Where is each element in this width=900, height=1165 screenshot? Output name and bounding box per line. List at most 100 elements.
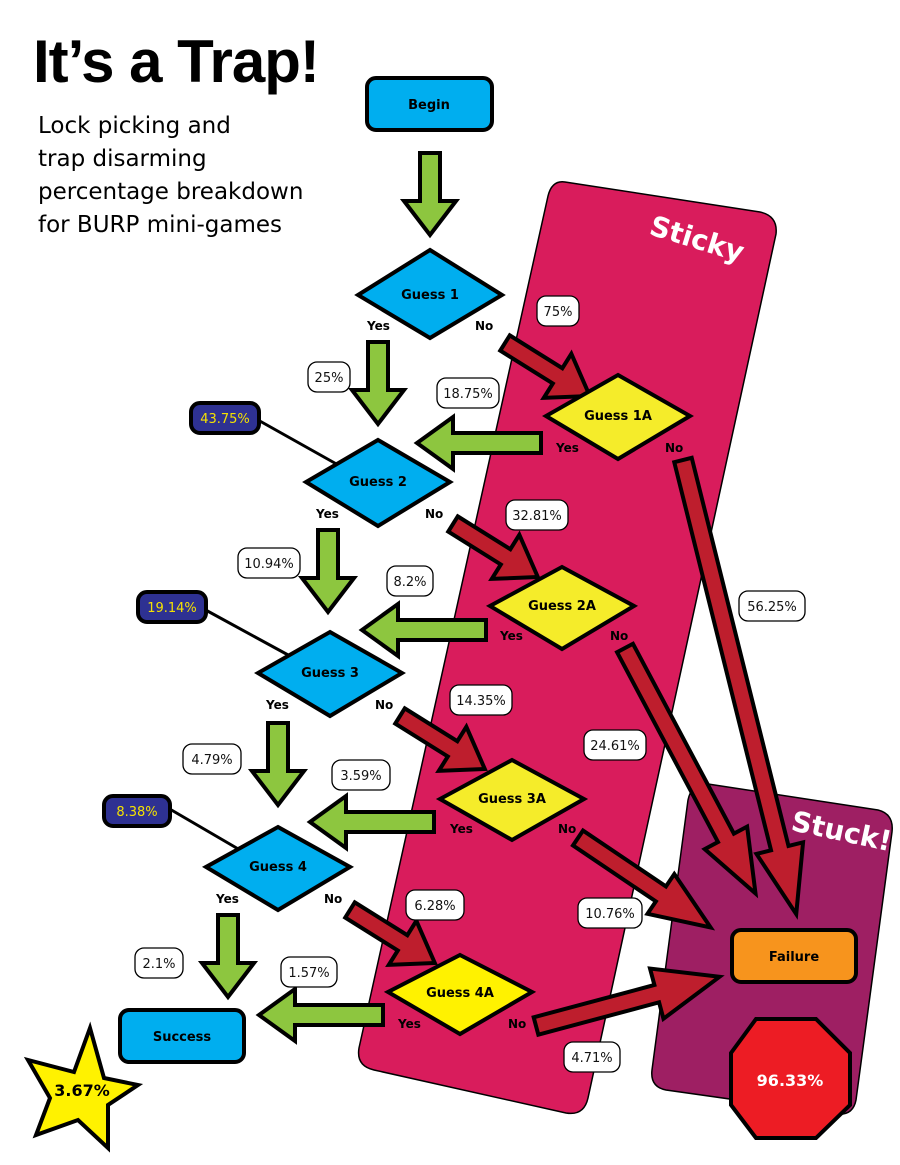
failure-total: 96.33% bbox=[757, 1071, 824, 1090]
failure-label: Failure bbox=[769, 950, 819, 965]
star-icon bbox=[23, 1021, 144, 1153]
guess-3-label: Guess 3 bbox=[301, 666, 359, 681]
subtitle-line-2: trap disarming bbox=[38, 146, 207, 172]
green-arrow-g2-yes bbox=[297, 528, 359, 616]
red-arrow-g4a-no bbox=[531, 966, 725, 1038]
guess-4-node[interactable]: Guess 4 bbox=[201, 824, 355, 913]
svg-text:8.38%: 8.38% bbox=[116, 805, 157, 820]
g1a-yes-label: Yes bbox=[555, 441, 579, 455]
g4-no-label: No bbox=[324, 892, 342, 906]
pct-g1a-no: 56.25% bbox=[738, 590, 806, 622]
g3-yes-label: Yes bbox=[265, 698, 289, 712]
g1-yes-label: Yes bbox=[366, 319, 390, 333]
svg-text:4.79%: 4.79% bbox=[191, 753, 232, 768]
cumulative-badge-g2: 43.75% bbox=[189, 401, 261, 435]
guess-3a-node[interactable]: Guess 3A bbox=[435, 757, 589, 843]
cumulative-badge-g3: 19.14% bbox=[136, 590, 208, 624]
svg-text:6.28%: 6.28% bbox=[414, 899, 455, 914]
guess-3-node[interactable]: Guess 3 bbox=[254, 629, 406, 719]
begin-node[interactable] bbox=[365, 76, 494, 132]
red-arrow-g1a-no bbox=[671, 455, 806, 920]
guess-1-node[interactable]: Guess 1 bbox=[354, 247, 506, 341]
pct-g1-yes: 25% bbox=[307, 361, 351, 393]
stop-sign-icon bbox=[729, 1017, 852, 1140]
guess-2a-label: Guess 2A bbox=[528, 599, 596, 614]
begin-label: Begin bbox=[408, 98, 450, 113]
guess-1-label: Guess 1 bbox=[401, 288, 459, 303]
pct-g3-no: 14.35% bbox=[449, 684, 513, 716]
green-arrow-g3a-yes bbox=[306, 792, 436, 852]
subtitle-line-1: Lock picking and bbox=[38, 113, 231, 139]
svg-text:10.76%: 10.76% bbox=[585, 907, 635, 922]
pct-g3a-yes: 3.59% bbox=[331, 759, 391, 791]
red-arrow-g2a-no bbox=[614, 641, 759, 899]
red-arrow-g4-no bbox=[342, 899, 438, 968]
pct-g3-yes: 4.79% bbox=[182, 743, 242, 775]
guess-1a-node[interactable]: Guess 1A bbox=[542, 372, 694, 462]
pct-g4a-yes: 1.57% bbox=[280, 956, 338, 988]
red-arrow-g3a-no bbox=[570, 827, 716, 931]
pct-g2a-yes: 8.2% bbox=[386, 565, 434, 597]
g1a-no-label: No bbox=[665, 441, 683, 455]
red-arrow-g1-no bbox=[497, 332, 593, 401]
guess-2a-node[interactable]: Guess 2A bbox=[485, 564, 639, 652]
pct-g2-yes: 10.94% bbox=[237, 547, 301, 579]
svg-text:14.35%: 14.35% bbox=[456, 694, 506, 709]
svg-text:25%: 25% bbox=[315, 371, 344, 386]
svg-text:1.57%: 1.57% bbox=[288, 966, 329, 981]
green-arrow-g2a-yes bbox=[358, 600, 488, 660]
g4a-yes-label: Yes bbox=[397, 1017, 421, 1031]
pct-g1-no: 75% bbox=[536, 295, 580, 327]
subtitle-line-3: percentage breakdown bbox=[38, 179, 303, 205]
g2a-no-label: No bbox=[610, 629, 628, 643]
red-arrow-g2-no bbox=[445, 513, 541, 582]
g4-yes-label: Yes bbox=[215, 892, 239, 906]
pct-g4-no: 6.28% bbox=[405, 889, 465, 921]
green-arrow-g1-yes bbox=[347, 340, 409, 428]
svg-text:32.81%: 32.81% bbox=[512, 509, 562, 524]
svg-text:4.71%: 4.71% bbox=[571, 1051, 612, 1066]
failure-node[interactable] bbox=[730, 928, 858, 984]
svg-text:56.25%: 56.25% bbox=[747, 600, 797, 615]
cumulative-badge-g4: 8.38% bbox=[102, 794, 172, 828]
guess-4-label: Guess 4 bbox=[249, 860, 307, 875]
success-label: Success bbox=[153, 1030, 212, 1045]
connector-g2 bbox=[257, 418, 341, 468]
guess-2-label: Guess 2 bbox=[349, 475, 407, 490]
red-arrow-g3-no bbox=[392, 705, 488, 774]
svg-text:10.94%: 10.94% bbox=[244, 557, 294, 572]
green-arrow-g4-yes bbox=[197, 913, 259, 1001]
success-node[interactable] bbox=[118, 1008, 246, 1064]
pct-g3a-no: 10.76% bbox=[577, 897, 643, 929]
svg-text:75%: 75% bbox=[544, 305, 573, 320]
guess-2-node[interactable]: Guess 2 bbox=[302, 437, 454, 529]
success-total: 3.67% bbox=[54, 1081, 110, 1100]
svg-text:8.2%: 8.2% bbox=[393, 575, 426, 590]
green-arrow-g1a-yes bbox=[413, 413, 543, 473]
guess-4a-node[interactable]: Guess 4A bbox=[383, 952, 537, 1037]
guess-4a-label: Guess 4A bbox=[426, 986, 494, 1001]
g3-no-label: No bbox=[375, 698, 393, 712]
g2-yes-label: Yes bbox=[315, 507, 339, 521]
green-arrow-g4a-yes bbox=[255, 985, 385, 1045]
g2-no-label: No bbox=[425, 507, 443, 521]
subtitle-line-4: for BURP mini-games bbox=[38, 212, 282, 238]
g3a-no-label: No bbox=[558, 822, 576, 836]
svg-text:3.59%: 3.59% bbox=[340, 769, 381, 784]
svg-text:43.75%: 43.75% bbox=[200, 412, 250, 427]
svg-text:2.1%: 2.1% bbox=[142, 957, 175, 972]
pct-g4-yes: 2.1% bbox=[134, 947, 184, 979]
g4a-no-label: No bbox=[508, 1017, 526, 1031]
g3a-yes-label: Yes bbox=[449, 822, 473, 836]
page-title: It’s a Trap! bbox=[33, 28, 319, 95]
connector-g4 bbox=[167, 806, 241, 852]
guess-1a-label: Guess 1A bbox=[584, 409, 652, 424]
pct-g2-no: 32.81% bbox=[505, 499, 569, 531]
green-arrow-g3-yes bbox=[247, 721, 309, 809]
svg-text:19.14%: 19.14% bbox=[147, 601, 197, 616]
pct-g2a-no: 24.61% bbox=[583, 729, 647, 761]
g1-no-label: No bbox=[475, 319, 493, 333]
svg-text:18.75%: 18.75% bbox=[443, 387, 493, 402]
pct-g1a-yes: 18.75% bbox=[436, 377, 500, 409]
